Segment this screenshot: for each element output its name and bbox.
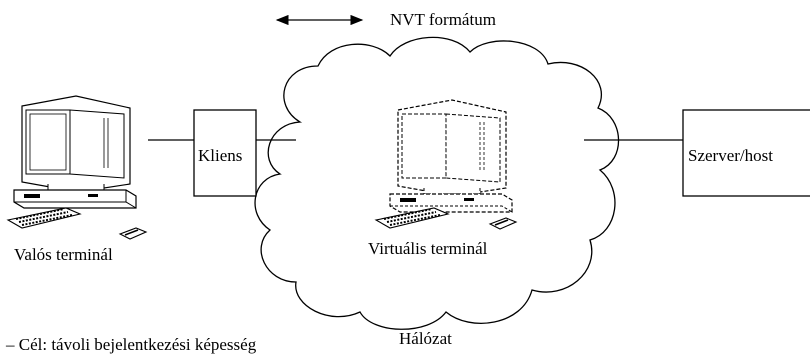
client-label: Kliens (198, 146, 243, 165)
real-terminal-mouse (119, 227, 147, 240)
network-label: Hálózat (399, 329, 452, 348)
virtual-terminal-label: Virtuális terminál (368, 239, 488, 258)
virtual-terminal-computer (389, 99, 513, 213)
nvt-format-label: NVT formátum (390, 10, 496, 29)
real-terminal-label: Valós terminál (14, 245, 113, 264)
real-terminal-keyboard (7, 207, 81, 229)
server-label: Szerver/host (688, 146, 773, 165)
footnote-goal: – Cél: távoli bejelentkezési képesség (6, 335, 257, 354)
real-terminal-computer (13, 95, 137, 209)
server-box (682, 109, 810, 197)
client-box (193, 109, 257, 197)
